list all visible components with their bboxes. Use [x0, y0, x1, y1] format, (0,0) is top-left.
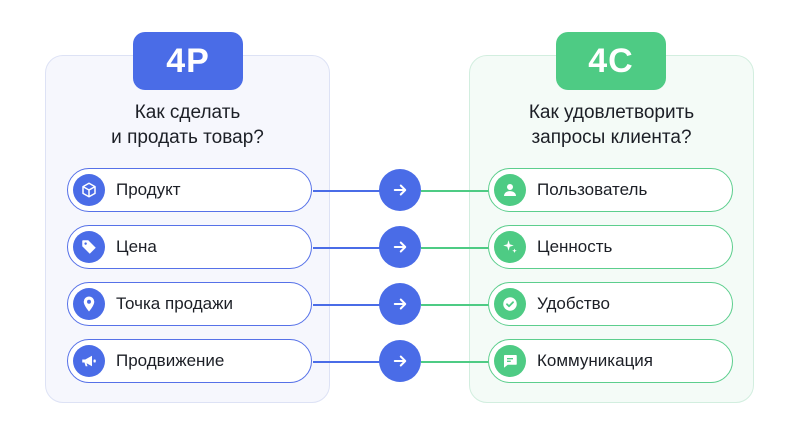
question-4c-line2: запросы клиента?: [531, 127, 692, 148]
price-tag-icon: [73, 231, 105, 263]
question-4c: Как удовлетворить запросы клиента?: [469, 100, 754, 150]
badge-4c: 4C: [556, 32, 666, 90]
megaphone-icon: [73, 345, 105, 377]
question-4c-line1: Как удовлетворить: [528, 102, 695, 123]
item-label: Продукт: [116, 180, 181, 199]
item-communication: Коммуникация: [488, 339, 733, 383]
item-place: Точка продажи: [67, 282, 312, 326]
connector-line: [313, 361, 381, 363]
question-4p: Как сделать и продать товар?: [45, 100, 330, 150]
sparkle-icon: [494, 231, 526, 263]
item-promotion: Продвижение: [67, 339, 312, 383]
arrow-right-icon: [379, 340, 421, 382]
chat-icon: [494, 345, 526, 377]
connector-line: [421, 361, 489, 363]
item-user: Пользователь: [488, 168, 733, 212]
box-icon: [73, 174, 105, 206]
badge-4p: 4P: [133, 32, 243, 90]
item-product: Продукт: [67, 168, 312, 212]
item-value: Ценность: [488, 225, 733, 269]
arrow-right-icon: [379, 169, 421, 211]
question-4p-line1: Как сделать: [134, 102, 241, 123]
item-label: Ценность: [537, 237, 613, 256]
question-4p-line2: и продать товар?: [111, 127, 264, 148]
user-icon: [494, 174, 526, 206]
item-label: Удобство: [537, 294, 610, 313]
item-label: Точка продажи: [116, 294, 233, 313]
connector-line: [313, 190, 381, 192]
item-label: Продвижение: [116, 351, 225, 370]
check-circle-icon: [494, 288, 526, 320]
location-pin-icon: [73, 288, 105, 320]
arrow-right-icon: [379, 226, 421, 268]
connector-line: [421, 304, 489, 306]
connector-line: [421, 247, 489, 249]
item-price: Цена: [67, 225, 312, 269]
connector-line: [313, 304, 381, 306]
connector-line: [421, 190, 489, 192]
item-label: Пользователь: [537, 180, 648, 199]
connector-line: [313, 247, 381, 249]
item-convenience: Удобство: [488, 282, 733, 326]
arrow-right-icon: [379, 283, 421, 325]
item-label: Коммуникация: [537, 351, 654, 370]
item-label: Цена: [116, 237, 157, 256]
